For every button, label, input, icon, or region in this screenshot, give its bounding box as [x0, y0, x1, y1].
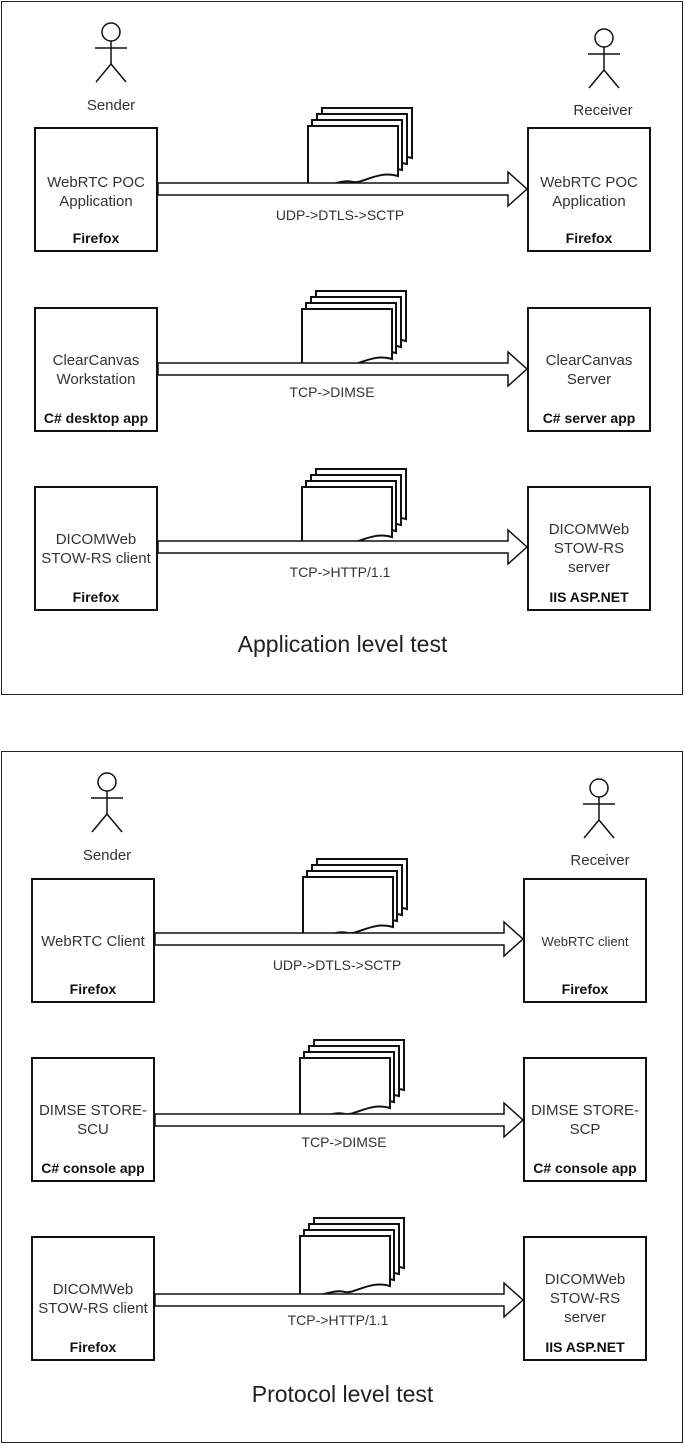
arrow	[157, 350, 529, 388]
receiver-box: WebRTC client Firefox	[523, 878, 647, 1003]
receiver-box: WebRTC POC Application Firefox	[527, 127, 651, 252]
receiver-app-name: WebRTC client	[541, 934, 629, 949]
document-stack-icon	[303, 859, 407, 938]
document-stack-icon	[302, 469, 406, 548]
document-stack-icon	[300, 1040, 404, 1119]
sender-label: Sender	[86, 97, 136, 114]
protocol-label: TCP->DIMSE	[289, 384, 375, 400]
sender-platform: Firefox	[69, 1339, 117, 1355]
application-level-panel	[1, 1, 683, 695]
receiver-box: DIMSE STORE-SCP C# console app	[523, 1057, 647, 1182]
receiver-actor-icon	[587, 28, 621, 89]
arrow	[154, 1281, 525, 1319]
sender-box: DICOMWeb STOW-RS client Firefox	[34, 486, 158, 611]
receiver-platform: Firefox	[561, 981, 609, 997]
sender-actor-icon	[94, 22, 128, 83]
protocol-label: UDP->DTLS->SCTP	[275, 207, 405, 223]
sender-app-name: DIMSE STORE-SCU	[38, 1102, 148, 1138]
receiver-platform: C# server app	[542, 410, 636, 426]
receiver-box: ClearCanvas Server C# server app	[527, 307, 651, 432]
protocol-label: TCP->HTTP/1.1	[287, 1312, 389, 1328]
sender-platform: C# console app	[41, 1160, 145, 1176]
receiver-app-name: WebRTC POC Application	[540, 174, 638, 210]
sender-box: WebRTC Client Firefox	[31, 878, 155, 1003]
sender-platform: Firefox	[72, 230, 120, 246]
sender-label: Sender	[82, 847, 132, 864]
arrow	[154, 1101, 525, 1139]
sender-box: DICOMWeb STOW-RS client Firefox	[31, 1236, 155, 1361]
receiver-box: DICOMWeb STOW-RS server IIS ASP.NET	[527, 486, 651, 611]
document-stack-icon	[302, 291, 406, 370]
sender-platform: Firefox	[69, 981, 117, 997]
sender-box: WebRTC POC Application Firefox	[34, 127, 158, 252]
receiver-app-name: DIMSE STORE-SCP	[530, 1102, 640, 1138]
panel-title: Application level test	[237, 631, 448, 657]
receiver-label: Receiver	[570, 852, 630, 869]
sender-box: ClearCanvas Workstation C# desktop app	[34, 307, 158, 432]
receiver-platform: Firefox	[565, 230, 613, 246]
protocol-label: TCP->HTTP/1.1	[289, 564, 391, 580]
receiver-app-name: DICOMWeb STOW-RS server	[544, 1271, 626, 1326]
sender-platform: C# desktop app	[43, 410, 149, 426]
arrow	[157, 170, 529, 208]
arrow	[157, 528, 529, 566]
receiver-actor-icon	[582, 778, 616, 839]
receiver-platform: IIS ASP.NET	[545, 1339, 625, 1355]
sender-actor-icon	[90, 772, 124, 833]
panel-title: Protocol level test	[251, 1381, 434, 1407]
receiver-box: DICOMWeb STOW-RS server IIS ASP.NET	[523, 1236, 647, 1361]
arrow	[154, 920, 525, 958]
receiver-app-name: DICOMWeb STOW-RS server	[548, 521, 630, 576]
document-stack-icon	[308, 108, 412, 187]
protocol-label: TCP->DIMSE	[301, 1134, 387, 1150]
document-stack-icon	[300, 1218, 404, 1297]
receiver-platform: IIS ASP.NET	[549, 589, 629, 605]
receiver-app-name: ClearCanvas Server	[545, 352, 633, 388]
sender-app-name: WebRTC POC Application	[47, 174, 145, 210]
sender-app-name: DICOMWeb STOW-RS client	[38, 1281, 148, 1317]
receiver-platform: C# console app	[533, 1160, 637, 1176]
sender-app-name: DICOMWeb STOW-RS client	[41, 531, 151, 567]
sender-box: DIMSE STORE-SCU C# console app	[31, 1057, 155, 1182]
protocol-level-panel	[1, 751, 683, 1443]
receiver-label: Receiver	[573, 102, 633, 119]
protocol-label: UDP->DTLS->SCTP	[272, 957, 402, 973]
sender-platform: Firefox	[72, 589, 120, 605]
sender-app-name: WebRTC Client	[41, 933, 145, 950]
sender-app-name: ClearCanvas Workstation	[52, 352, 140, 388]
